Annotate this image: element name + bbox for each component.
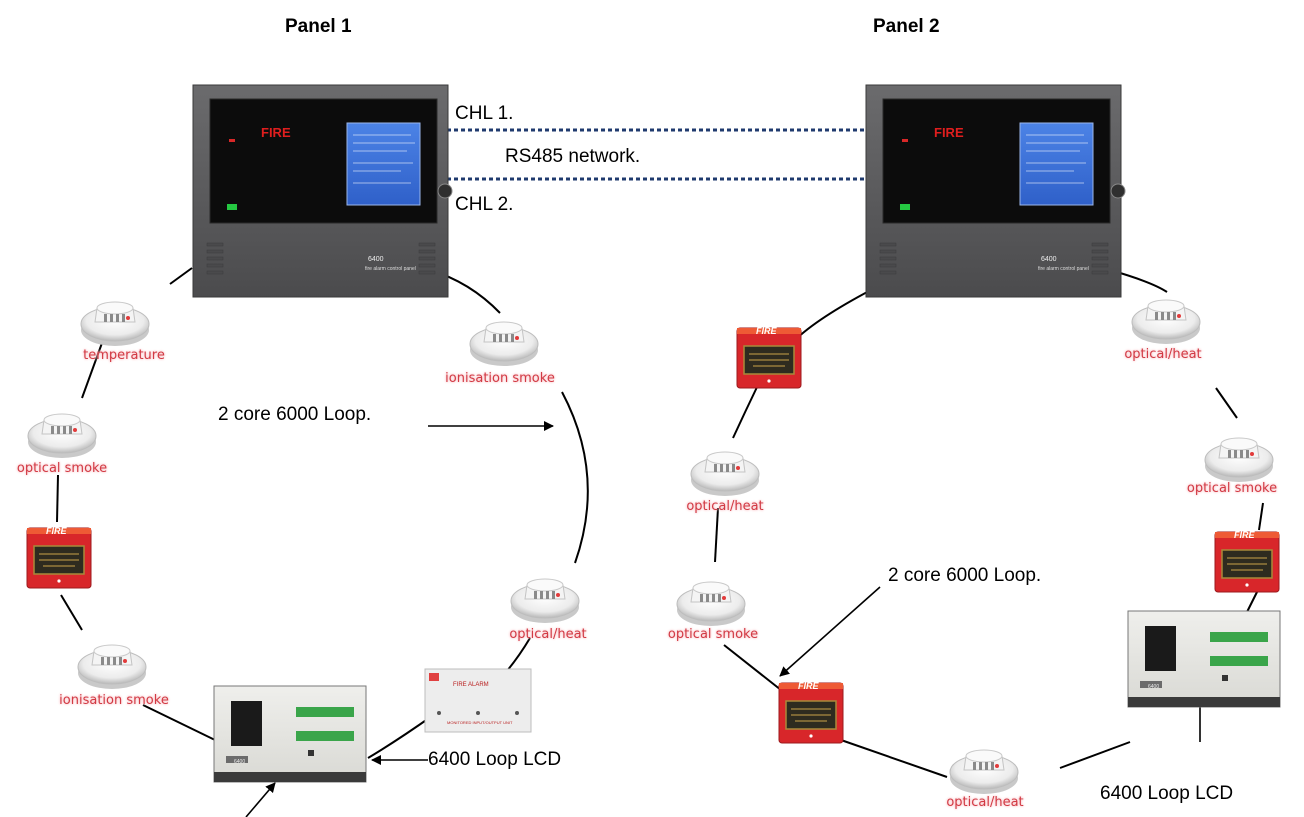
smoke-detector-icon (690, 451, 760, 497)
callpoint-fire-text: FIRE (756, 326, 777, 336)
device-label-optical-smoke: optical smoke (16, 461, 108, 476)
smoke-detector-icon (949, 749, 1019, 795)
smoke-detector-icon (80, 301, 150, 347)
panel-2-control-unit: FIRE 6400 fire alarm control panel (865, 84, 1126, 298)
manual-call-point-icon (778, 682, 844, 744)
loop-label-right: 2 core 6000 Loop. (888, 565, 1042, 586)
smoke-detector-icon (510, 578, 580, 624)
lcd-label-right: 6400 Loop LCD (1100, 783, 1234, 804)
device-label-optical-heat: optical/heat (1124, 347, 1202, 362)
smoke-detector-icon (77, 644, 147, 690)
device-label-optical-heat: optical/heat (946, 795, 1024, 810)
device-label-ionisation-smoke: ionisation smoke (59, 693, 169, 708)
panel-2-title: Panel 2 (873, 16, 940, 37)
smoke-detector-icon (469, 321, 539, 367)
panel-2-fire-indicator: FIRE (934, 125, 964, 140)
io-unit-title: FIRE ALARM (453, 682, 489, 688)
device-label-optical-heat: optical/heat (509, 627, 587, 642)
annotation-arrows (245, 421, 1205, 817)
smoke-detector-icon (27, 413, 97, 459)
callpoint-fire-text: FIRE (46, 526, 67, 536)
rs485-network-label: RS485 network. (505, 146, 641, 167)
device-label-optical-heat: optical/heat (686, 499, 764, 514)
lcd-repeater-right: 6400 (1127, 610, 1281, 708)
lcd-label-left: 6400 Loop LCD (428, 749, 562, 770)
monitored-io-unit: FIRE ALARM MONITORED INPUT/OUTPUT UNIT (424, 668, 532, 733)
lcd-repeater-left: 6400 (213, 685, 367, 783)
panel-2-model-caption: fire alarm control panel (1038, 266, 1089, 272)
callpoint-fire-text: FIRE (1234, 530, 1255, 540)
smoke-detector-icon (1204, 437, 1274, 483)
manual-call-point-icon (736, 327, 802, 389)
panel-1-control-unit: FIRE 6400 fire alarm control panel (192, 84, 453, 298)
lcd-pointer-arrow (245, 782, 276, 817)
chl1-label: CHL 1. (455, 103, 514, 124)
lcd-left-model: 6400 (234, 759, 245, 765)
device-label-optical-smoke: optical smoke (667, 627, 759, 642)
manual-call-point-icon (26, 527, 92, 589)
device-label-optical-smoke: optical smoke (1186, 481, 1278, 496)
chl2-label: CHL 2. (455, 194, 514, 215)
panel-1-model-caption: fire alarm control panel (365, 266, 416, 272)
device-label-ionisation-smoke: ionisation smoke (445, 371, 555, 386)
callpoint-fire-text: FIRE (798, 681, 819, 691)
smoke-detector-icon (676, 581, 746, 627)
lcd-right-model: 6400 (1148, 684, 1159, 690)
loop-label-left: 2 core 6000 Loop. (218, 404, 372, 425)
panel-1-title: Panel 1 (285, 16, 352, 37)
io-unit-caption: MONITORED INPUT/OUTPUT UNIT (447, 720, 513, 725)
manual-call-point-icon (1214, 531, 1280, 593)
panel-2-model-badge: 6400 (1041, 256, 1057, 263)
panel-1-fire-indicator: FIRE (261, 125, 291, 140)
panel-1-model-badge: 6400 (368, 256, 384, 263)
smoke-detector-icon (1131, 299, 1201, 345)
device-label-temperature: temperature (83, 348, 165, 363)
loop-arrow-right (779, 586, 881, 677)
